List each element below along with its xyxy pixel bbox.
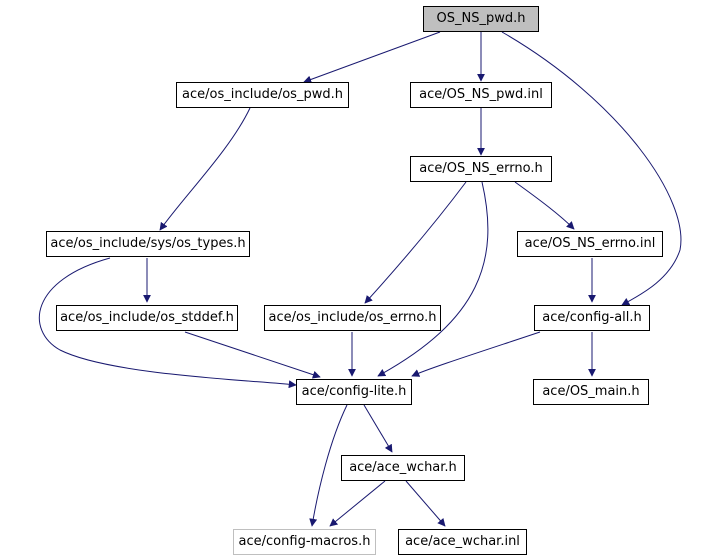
node-ace-wchar-inl[interactable]: ace/ace_wchar.inl <box>398 529 527 555</box>
edge-root-to-config-all <box>501 31 682 306</box>
edge-stddef-to-config-lite <box>184 331 321 379</box>
node-os-stddef-h[interactable]: ace/os_include/os_stddef.h <box>56 305 238 331</box>
edge-errno-h-to-config-lite <box>377 181 489 377</box>
edge-config-lite-to-config-macros <box>309 404 348 527</box>
edge-config-lite-to-wchar-h <box>363 404 393 453</box>
node-config-macros-h[interactable]: ace/config-macros.h <box>233 529 376 555</box>
node-os-pwd-h[interactable]: ace/os_include/os_pwd.h <box>176 82 349 108</box>
node-os-ns-errno-h[interactable]: ace/OS_NS_errno.h <box>410 156 552 182</box>
edge-wchar-h-to-wchar-inl <box>405 480 446 527</box>
node-config-all-h[interactable]: ace/config-all.h <box>534 305 650 331</box>
edge-wchar-h-to-config-macros <box>329 480 386 527</box>
node-sys-os-types-h[interactable]: ace/os_include/sys/os_types.h <box>46 231 250 257</box>
edge-errno-h-to-os-errno <box>364 181 467 304</box>
node-os-errno-h[interactable]: ace/os_include/os_errno.h <box>264 305 441 331</box>
node-os-main-h[interactable]: ace/OS_main.h <box>533 379 649 405</box>
edge-sys-types-to-config-lite <box>38 257 297 389</box>
node-config-lite-h[interactable]: ace/config-lite.h <box>296 379 412 405</box>
edge-root-to-os-pwd <box>303 31 441 84</box>
edge-errno-h-to-errno-inl <box>514 181 575 230</box>
node-os-ns-errno-inl[interactable]: ace/OS_NS_errno.inl <box>517 231 663 257</box>
edge-os-pwd-to-sys-types <box>159 107 251 231</box>
node-os-ns-pwd-inl[interactable]: ace/OS_NS_pwd.inl <box>410 82 552 108</box>
edge-config-all-to-config-lite <box>411 331 541 377</box>
node-ace-wchar-h[interactable]: ace/ace_wchar.h <box>341 455 465 481</box>
node-os-ns-pwd-h[interactable]: OS_NS_pwd.h <box>423 6 539 32</box>
